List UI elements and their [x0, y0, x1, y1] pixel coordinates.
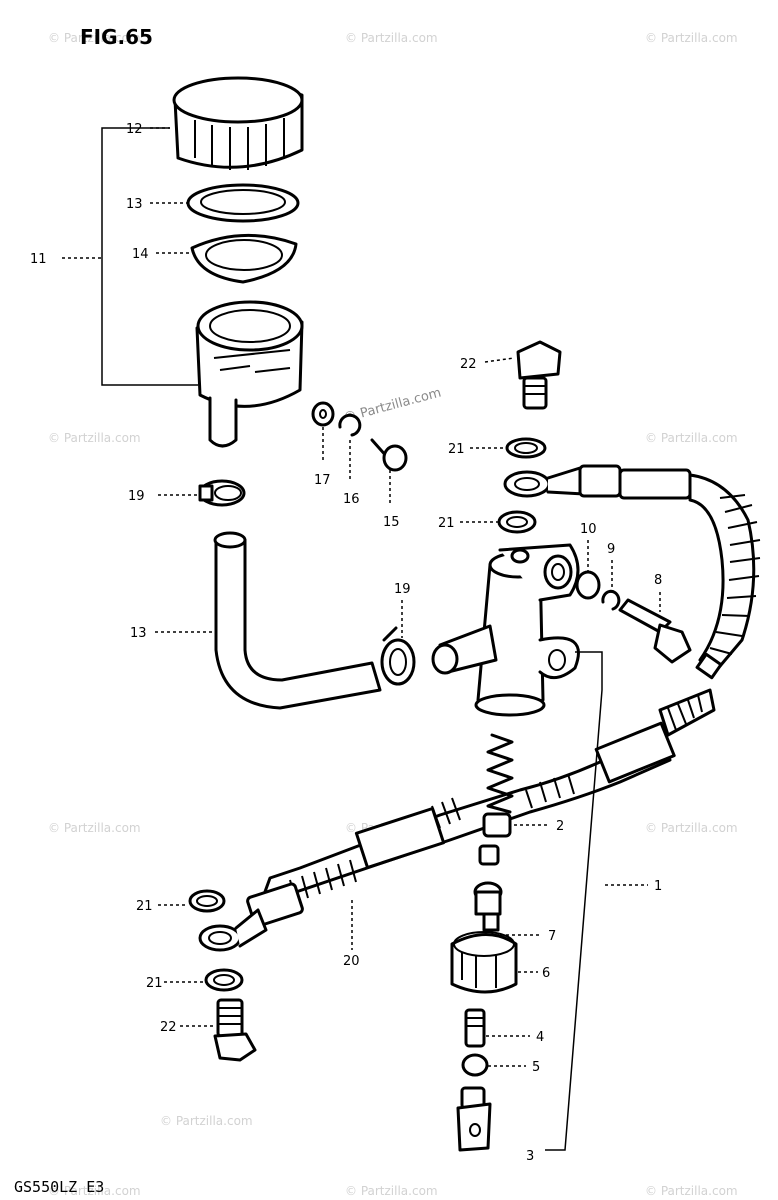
- callout-21: 21: [136, 899, 153, 914]
- callout-2: 2: [556, 819, 564, 834]
- sealing-washer: [188, 889, 226, 913]
- return-spring: [486, 733, 514, 814]
- callout-labels: 12 13 11 14 22 17 16 15 21 21 19 10 9 8 …: [30, 122, 662, 1164]
- watermark: © Partzilla.com: [160, 1114, 253, 1128]
- callout-9: 9: [607, 542, 615, 557]
- callout-3: 3: [526, 1149, 534, 1164]
- callout-20: 20: [343, 954, 360, 969]
- union-bolt: [213, 998, 257, 1062]
- callout-8: 8: [654, 573, 662, 588]
- watermark: © Partzilla.com: [48, 431, 141, 445]
- push-rod: [464, 1008, 486, 1048]
- callout-21: 21: [448, 442, 465, 457]
- sealing-washer-hole: [506, 516, 528, 528]
- sealing-washer: [497, 510, 537, 534]
- sealing-washer: [505, 437, 547, 459]
- callout-15: 15: [383, 515, 400, 530]
- master-cylinder-body: [431, 543, 580, 717]
- callout-21: 21: [146, 976, 163, 991]
- callout-4: 4: [536, 1030, 544, 1045]
- figure-title: FIG.65: [80, 25, 153, 49]
- reservoir-hose: [213, 531, 382, 710]
- callout-19: 19: [128, 489, 145, 504]
- callout-22: 22: [160, 1020, 177, 1035]
- callout-1: 1: [654, 879, 662, 894]
- diaphragm-plate-inner: [200, 189, 286, 215]
- watermark: © Partzilla.com: [645, 431, 738, 445]
- model-code: GS550LZ E3: [14, 1178, 104, 1196]
- callout-13: 13: [126, 197, 143, 212]
- callout-7: 7: [548, 929, 556, 944]
- washer: [311, 401, 335, 427]
- callout-5: 5: [532, 1060, 540, 1075]
- watermark: © Partzilla.com: [48, 821, 141, 835]
- watermark: © Partzilla.com: [345, 31, 438, 45]
- sealing-washer-hole: [514, 442, 538, 454]
- callout-21: 21: [438, 516, 455, 531]
- watermark: © Partzilla.com: [48, 1184, 141, 1198]
- piston: [473, 881, 503, 932]
- lock-nut: [461, 1053, 489, 1077]
- spring-washer: [601, 589, 621, 611]
- washer-hole: [319, 409, 327, 419]
- washer: [575, 570, 601, 600]
- callout-11: 11: [30, 252, 47, 267]
- push-rod-thread: [467, 1017, 483, 1027]
- sealing-washer-hole: [196, 895, 218, 907]
- mounting-bolt: [618, 598, 692, 664]
- leader-lines: [62, 127, 661, 1151]
- callout-16: 16: [343, 492, 360, 507]
- push-rod-clevis: [456, 1086, 492, 1152]
- callout-6: 6: [542, 966, 550, 981]
- union-bolt: [516, 340, 562, 410]
- watermark: © Partzilla.com: [645, 821, 738, 835]
- callout-19: 19: [394, 582, 411, 597]
- brake-hose-lower: [198, 688, 716, 952]
- watermark: © Partzilla.com: [48, 31, 141, 45]
- sealing-washer: [204, 968, 244, 992]
- secondary-cup: [450, 931, 518, 994]
- watermark: © Partzilla.com: [645, 1184, 738, 1198]
- callout-22: 22: [460, 357, 477, 372]
- callout-13: 13: [130, 626, 147, 641]
- brake-hose-upper: [503, 464, 761, 680]
- reservoir-tank: [195, 300, 304, 448]
- hose-clamp: [380, 626, 416, 686]
- hose-clamp: [198, 479, 246, 507]
- callout-10: 10: [580, 522, 597, 537]
- lock-washer: [338, 413, 362, 437]
- watermark: © Partzilla.com: [345, 1184, 438, 1198]
- sealing-washer-hole: [213, 974, 235, 986]
- callout-12: 12: [126, 122, 143, 137]
- diaphragm: [190, 233, 298, 284]
- callout-17: 17: [314, 473, 331, 488]
- primary-cup: [478, 812, 512, 866]
- reservoir-screw: [370, 438, 408, 472]
- watermark: © Partzilla.com: [645, 31, 738, 45]
- reservoir-cap: [172, 76, 304, 170]
- callout-14: 14: [132, 247, 149, 262]
